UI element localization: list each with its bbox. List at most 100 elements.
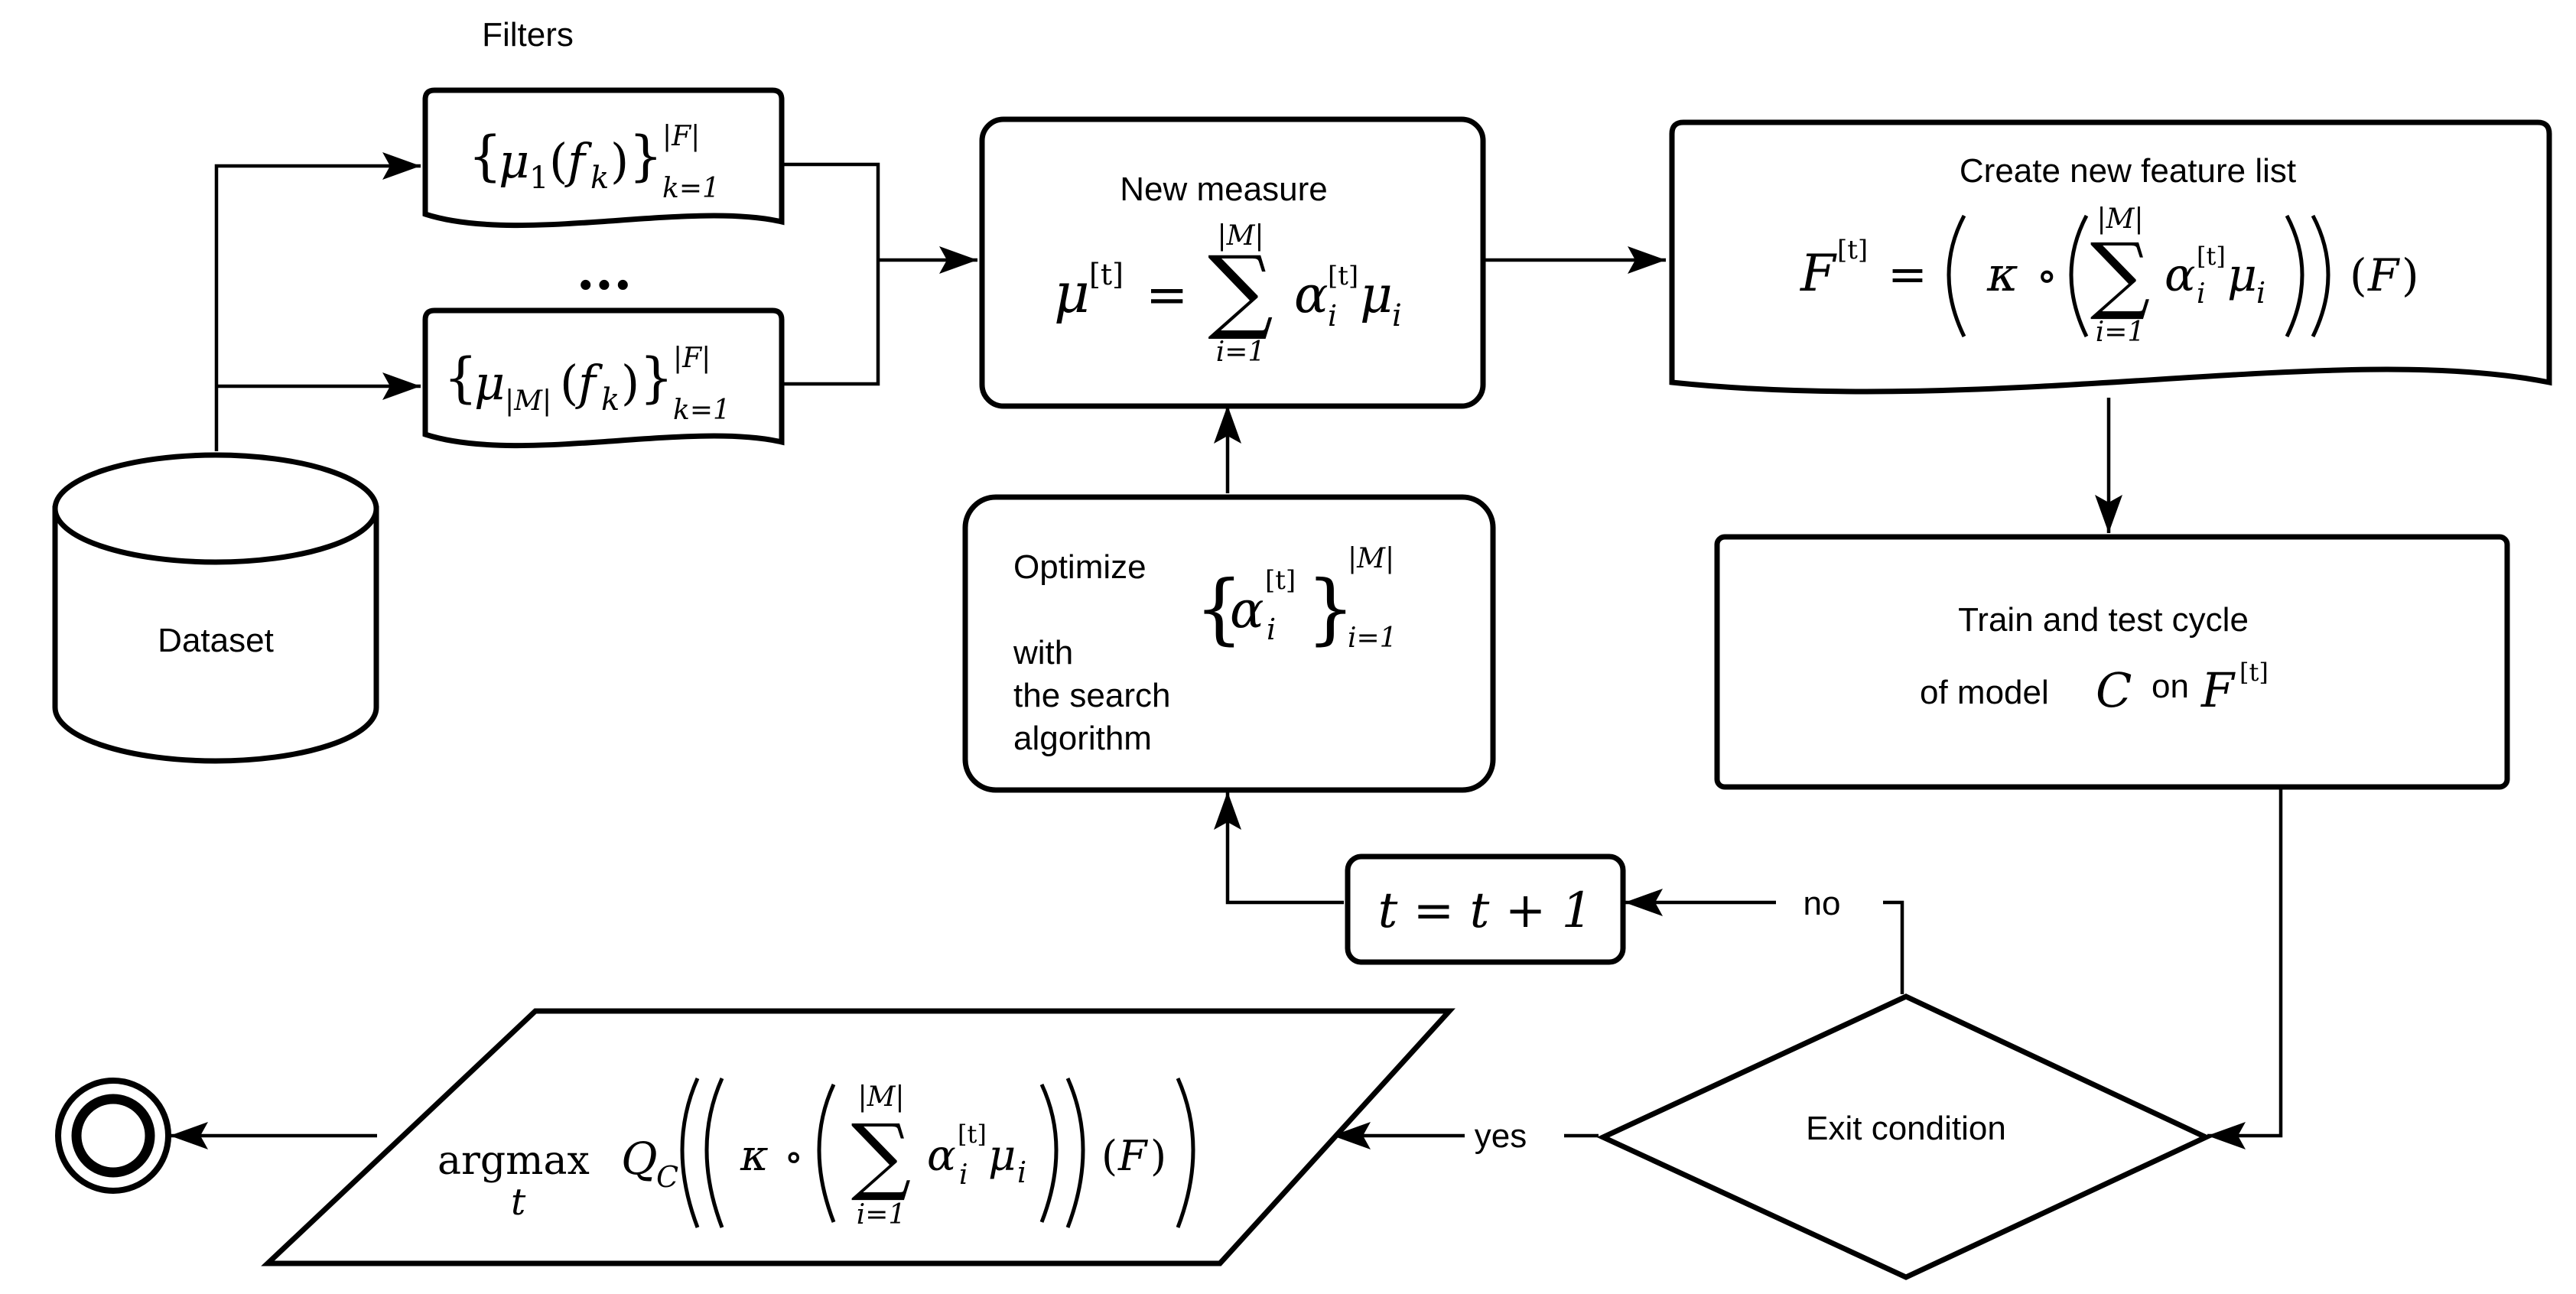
result-output[interactable]: argmax t Q C κ ∘ |M| ∑ i=1 α [t] i μ i (… xyxy=(261,1008,1456,1266)
yes-label: yes xyxy=(1475,1117,1527,1155)
filter-m-doc[interactable]: { μ |M| ( f k ) } |F| k=1 xyxy=(422,307,785,449)
dataset-to-filter-1 xyxy=(214,152,421,451)
svg-text:{: { xyxy=(444,346,478,409)
svg-text:i=1: i=1 xyxy=(1216,337,1266,368)
svg-text:(: ( xyxy=(560,355,578,411)
optimize-shape xyxy=(962,494,1496,793)
svg-text:μ: μ xyxy=(499,133,529,189)
svg-text:|M|: |M| xyxy=(1348,543,1394,574)
dataset-label: Dataset xyxy=(158,622,274,659)
svg-text:|F|: |F| xyxy=(673,343,711,374)
optimize-label: Optimize xyxy=(1013,548,1147,586)
svg-text:i: i xyxy=(2256,276,2265,310)
t-update-formula: t = t + 1 xyxy=(1378,883,1593,939)
svg-text:k: k xyxy=(590,161,609,196)
svg-text:|F|: |F| xyxy=(662,121,700,152)
svg-text:): ) xyxy=(1150,1132,1166,1180)
svg-text:(: ( xyxy=(2350,249,2367,301)
svg-text:μ: μ xyxy=(988,1131,1016,1181)
end-state-icon xyxy=(55,1078,171,1194)
svg-text:1: 1 xyxy=(529,161,548,196)
new-measure-box[interactable]: New measure μ [t] = |M| ∑ i=1 α [t] i μ … xyxy=(979,116,1486,409)
svg-text:i: i xyxy=(1392,298,1402,333)
svg-text:i=1: i=1 xyxy=(1348,623,1397,654)
train-test-shape xyxy=(1714,534,2510,790)
exit-condition-shape xyxy=(1596,993,2213,1280)
filter-1-shape xyxy=(422,87,785,229)
svg-text:k: k xyxy=(601,382,620,418)
train-feature-superscript: [t] xyxy=(2239,658,2269,687)
svg-text:|M|: |M| xyxy=(2096,203,2143,235)
svg-text:C: C xyxy=(656,1160,678,1194)
svg-text:}: } xyxy=(629,125,663,187)
svg-text:[t]: [t] xyxy=(1837,235,1868,265)
svg-text:μ: μ xyxy=(1360,265,1393,324)
feature-list-doc[interactable]: Create new feature list F [t] = κ ∘ |M| … xyxy=(1669,119,2552,395)
svg-text:|M|: |M| xyxy=(505,385,551,417)
svg-text:μ: μ xyxy=(474,355,505,411)
optimize-box[interactable]: Optimize with the search algorithm { α [… xyxy=(962,494,1496,793)
svg-text:α: α xyxy=(1230,580,1264,639)
connectors xyxy=(170,152,2283,1149)
svg-text:): ) xyxy=(610,133,629,189)
exit-to-no-label xyxy=(1883,900,1904,994)
svg-text:[t]: [t] xyxy=(1265,565,1296,596)
t-update-box[interactable]: t = t + 1 xyxy=(1345,853,1626,965)
svg-text:i: i xyxy=(959,1159,968,1191)
filter-m-formula: { μ |M| ( f k ) } |F| k=1 xyxy=(444,343,730,426)
svg-text:(: ( xyxy=(549,133,568,189)
train-on-label: on xyxy=(2152,668,2189,705)
exit-condition-label: Exit condition xyxy=(1806,1110,2006,1147)
train-of-model-label: of model xyxy=(1920,674,2049,711)
svg-text:{: { xyxy=(468,125,503,187)
svg-text:μ: μ xyxy=(2227,249,2257,302)
new-measure-formula: μ [t] = |M| ∑ i=1 α [t] i μ i xyxy=(1054,220,1402,368)
svg-text:|M|: |M| xyxy=(857,1081,904,1113)
svg-text:}: } xyxy=(1306,564,1355,653)
train-feature-symbol: F xyxy=(2200,662,2236,718)
t-update-to-optimize xyxy=(1214,792,1344,905)
train-test-label: Train and test cycle xyxy=(1958,601,2249,639)
train-to-exit xyxy=(2207,788,2283,1149)
svg-text:[t]: [t] xyxy=(958,1120,987,1149)
result-formula: argmax t Q C κ ∘ |M| ∑ i=1 α [t] i μ i (… xyxy=(437,1077,1195,1231)
svg-text:α: α xyxy=(2165,249,2196,302)
optimize-formula: { α [t] i } |M| i=1 xyxy=(1195,543,1397,654)
svg-text:F: F xyxy=(1800,244,1837,303)
svg-text:κ: κ xyxy=(1986,246,2018,302)
filters-label: Filters xyxy=(482,16,574,54)
optimize-search-label-2: algorithm xyxy=(1013,720,1152,757)
filters-ellipsis: ... xyxy=(576,239,632,302)
svg-text:∘: ∘ xyxy=(784,1134,804,1180)
database-icon xyxy=(52,452,379,764)
svg-text:∘: ∘ xyxy=(2036,249,2057,301)
model-symbol: C xyxy=(2096,662,2132,718)
train-test-box[interactable]: Train and test cycle of model C on F [t] xyxy=(1714,534,2510,790)
svg-text:μ: μ xyxy=(1054,261,1090,325)
svg-text:i: i xyxy=(1267,613,1276,646)
filter-1-formula: { μ 1 ( f k ) } |F| k=1 xyxy=(468,121,720,204)
svg-text:k=1: k=1 xyxy=(673,395,730,426)
svg-text:Q: Q xyxy=(621,1133,658,1185)
svg-text:α: α xyxy=(1294,265,1329,324)
svg-text:i=1: i=1 xyxy=(2096,317,2145,348)
feature-list-label: Create new feature list xyxy=(1960,152,2296,190)
svg-text:α: α xyxy=(927,1131,956,1181)
filter-1-to-merge xyxy=(780,162,880,386)
svg-text:): ) xyxy=(2402,249,2419,301)
result-shape xyxy=(261,1008,1456,1266)
exit-condition-diamond[interactable]: Exit condition xyxy=(1596,993,2213,1280)
feature-list-shape xyxy=(1669,119,2552,395)
svg-text:[t]: [t] xyxy=(2197,242,2226,271)
filter-1-doc[interactable]: { μ 1 ( f k ) } |F| k=1 xyxy=(422,87,785,229)
svg-text:F: F xyxy=(2367,249,2400,301)
no-label: no xyxy=(1804,885,1841,922)
svg-text:=: = xyxy=(1888,246,1927,302)
dataset-node[interactable]: Dataset xyxy=(52,452,379,764)
svg-text:k=1: k=1 xyxy=(662,173,720,204)
svg-text:F: F xyxy=(1117,1132,1149,1180)
new-measure-shape xyxy=(979,116,1486,409)
svg-text:∑: ∑ xyxy=(851,1106,912,1204)
svg-text:i: i xyxy=(2197,278,2206,310)
